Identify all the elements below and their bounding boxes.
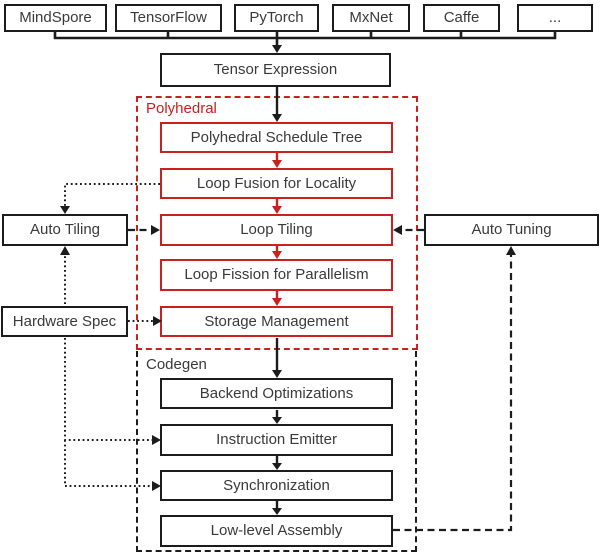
arrow-assembly-to-auto-tuning [506, 246, 516, 255]
node-ellipsis: ... [517, 4, 593, 32]
node-pytorch: PyTorch [234, 4, 319, 32]
node-low-level-assembly: Low-level Assembly [160, 515, 393, 547]
node-tensorflow: TensorFlow [115, 4, 222, 32]
node-auto-tiling: Auto Tiling [2, 214, 128, 246]
node-hardware-spec: Hardware Spec [1, 306, 128, 337]
node-caffe: Caffe [423, 4, 500, 32]
node-synchronization: Synchronization [160, 470, 393, 501]
node-auto-tuning: Auto Tuning [424, 214, 599, 246]
node-backend-optimizations: Backend Optimizations [160, 378, 393, 409]
node-polyhedral-schedule-tree: Polyhedral Schedule Tree [160, 122, 393, 153]
arrow-bus-to-tensor-expression [272, 45, 282, 53]
node-mindspore: MindSpore [4, 4, 107, 32]
node-loop-tiling: Loop Tiling [160, 214, 393, 246]
arrow-hwspec-to-auto-tiling [60, 246, 70, 255]
arrow-fusion-to-auto-tiling [60, 206, 70, 214]
polyhedral-group-label: Polyhedral [146, 100, 217, 117]
frameworks-bus-line [53, 31, 557, 46]
codegen-group-label: Codegen [146, 356, 207, 373]
node-loop-fission: Loop Fission for Parallelism [160, 259, 393, 291]
node-storage-management: Storage Management [160, 306, 393, 337]
node-mxnet: MxNet [332, 4, 410, 32]
node-loop-fusion: Loop Fusion for Locality [160, 168, 393, 199]
node-tensor-expression: Tensor Expression [160, 53, 391, 87]
node-instruction-emitter: Instruction Emitter [160, 424, 393, 456]
